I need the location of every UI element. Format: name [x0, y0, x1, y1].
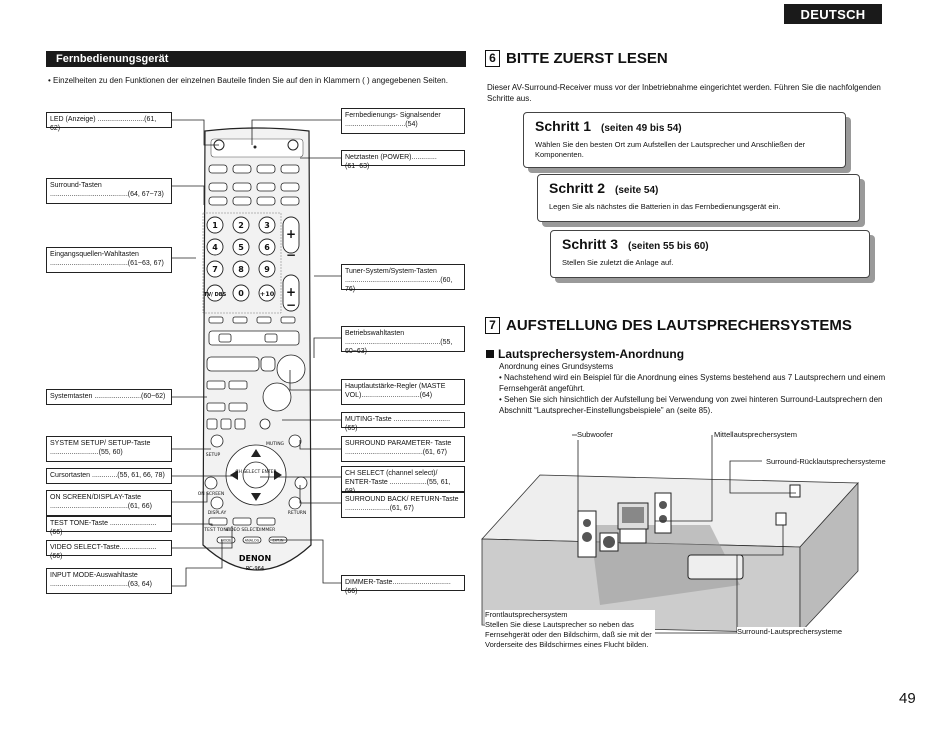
digit-4: 4 — [212, 243, 218, 252]
digit-plus10: +10 — [260, 290, 275, 298]
remote-label-mode: MODE — [221, 539, 232, 543]
svg-text:−: − — [286, 298, 296, 312]
step-3-desc: Stellen Sie zuletzt die Anlage auf. — [562, 258, 674, 267]
svg-text:+: + — [286, 285, 296, 299]
section-7-heading: 7 AUFSTELLUNG DES LAUTSPRECHERSYSTEMS — [485, 317, 852, 334]
label-tuner-system: Tuner-System/System-Tasten .............… — [341, 264, 465, 293]
square-bullet-icon — [486, 350, 494, 358]
remote-control-illustration: 1 2 3 4 5 6 7 8 9 TV/ DBS 0 +10 +− +− — [198, 127, 312, 572]
remote-label-setup: SETUP — [206, 452, 221, 458]
step-3-title: Schritt 3 — [562, 236, 619, 252]
digit-0: 0 — [238, 289, 244, 298]
remote-label-display: DISPLAY — [208, 510, 227, 516]
remote-label-analog: ANALOG — [245, 539, 260, 543]
digit-5: 5 — [238, 243, 244, 252]
language-tab: DEUTSCH — [784, 4, 882, 24]
digit-2: 2 — [238, 221, 244, 230]
step-1-title: Schritt 1 — [535, 118, 592, 134]
digit-3: 3 — [264, 221, 270, 230]
diagram-label-subwoofer: Subwoofer — [577, 430, 613, 440]
label-system-keys: Systemtasten ........................(60… — [46, 389, 172, 405]
bullet-list: Anordnung eines Grundsystems • Nachstehe… — [499, 361, 909, 416]
label-surround-parameter: SURROUND PARAMETER- Taste ..............… — [341, 436, 465, 462]
remote-label-return: RETURN — [288, 510, 307, 516]
section-7-title: AUFSTELLUNG DES LAUTSPRECHERSYSTEMS — [506, 317, 852, 334]
section-6-title: BITTE ZUERST LESEN — [506, 50, 668, 67]
section-title-remote: Fernbedienungsgerät — [46, 51, 466, 67]
subsection-lead: Anordnung eines Grundsystems — [499, 362, 614, 371]
svg-text:−: − — [286, 248, 296, 262]
label-surround-back: SURROUND BACK/ RETURN-Taste ............… — [341, 492, 465, 518]
section-7-number: 7 — [485, 317, 500, 334]
label-input-source-keys: Eingangsquellen-Wahltasten .............… — [46, 247, 172, 273]
remote-label-muting: MUTING — [266, 441, 285, 447]
section-6-heading: 6 BITTE ZUERST LESEN — [485, 50, 668, 67]
step-1-pages: (seiten 49 bis 54) — [601, 123, 682, 134]
remote-label-video-select: VIDEO SELECT — [226, 527, 259, 533]
digit-9: 9 — [264, 265, 270, 274]
step-1-desc: Wählen Sie den besten Ort zum Aufstellen… — [535, 140, 806, 159]
section-6-number: 6 — [485, 50, 500, 67]
bullet-2: • Sehen Sie sich hinsichtlich der Aufste… — [499, 395, 883, 415]
label-signal-transmitter: Fernbedienungs- Signalsender ...........… — [341, 108, 465, 134]
remote-brand: DENON — [239, 554, 271, 563]
step-3-card: Schritt 3 (seiten 55 bis 60) Stellen Sie … — [550, 230, 870, 278]
label-input-mode: INPUT MODE-Auswahltaste ................… — [46, 568, 172, 594]
remote-label-ext-in: EXT.IN — [272, 539, 283, 543]
diagram-label-surround: Surround-Lautsprechersysteme — [737, 627, 843, 637]
label-muting: MUTING-Taste ...........................… — [341, 412, 465, 432]
step-1-card: Schritt 1 (seiten 49 bis 54) Wählen Sie d… — [523, 112, 846, 168]
remote-note: • Einzelheiten zu den Funktionen der ein… — [48, 76, 448, 85]
remote-label-on-screen: ON SCREEN — [198, 491, 225, 497]
bullet-1: • Nachstehend wird ein Beispiel für die … — [499, 373, 886, 393]
label-led: LED (Anzeige) ........................(6… — [46, 112, 172, 132]
label-ch-select: CH SELECT (channel select)/ ENTER-Taste … — [341, 466, 465, 495]
label-test-tone: TEST TONE-Taste ........................… — [46, 516, 172, 536]
section-6-intro: Dieser AV-Surround-Receiver muss vor der… — [487, 83, 881, 103]
diagram-label-front: Frontlautsprechersystem Stellen Sie dies… — [485, 610, 655, 650]
digit-6: 6 — [264, 243, 270, 252]
remote-label-dimmer: DIMMER — [257, 527, 276, 533]
label-dimmer: DIMMER-Taste............................… — [341, 575, 465, 595]
digit-tv-dbs: TV/ DBS — [204, 292, 227, 298]
diagram-label-surround-back: Surround-Rücklautsprechersysteme — [766, 457, 886, 467]
subsection-heading: Lautsprechersystem-Anordnung — [486, 347, 684, 361]
step-2-card: Schritt 2 (seite 54) Legen Sie als nächst… — [537, 174, 860, 222]
step-2-title: Schritt 2 — [549, 180, 606, 196]
diagram-label-center: Mittellautsprechersystem — [714, 430, 797, 440]
label-surround-keys: Surround-Tasten ........................… — [46, 178, 172, 204]
digit-8: 8 — [238, 265, 244, 274]
label-cursor-keys: Cursortasten .............(55, 61, 66, 7… — [46, 468, 172, 484]
step-2-pages: (seite 54) — [615, 185, 659, 196]
label-video-select: VIDEO SELECT-Taste...................(66… — [46, 540, 172, 560]
label-master-vol: Hauptlautstärke-Regler (MASTE VOL)......… — [341, 379, 465, 405]
remote-label-ch-select: CH SELECT ENTER — [235, 469, 276, 475]
digit-7: 7 — [212, 265, 218, 274]
label-on-screen: ON SCREEN/DISPLAY-Taste ................… — [46, 490, 172, 516]
label-power-keys: Netztasten (POWER).............(61~63) — [341, 150, 465, 170]
label-mode-select: Betriebswahltasten .....................… — [341, 326, 465, 355]
step-2-desc: Legen Sie als nächstes die Batterien in … — [549, 202, 781, 211]
step-3-pages: (seiten 55 bis 60) — [628, 241, 709, 252]
subsection-title: Lautsprechersystem-Anordnung — [498, 347, 685, 361]
page-number: 49 — [899, 690, 916, 707]
remote-model: RC-964 — [246, 566, 264, 572]
label-system-setup: SYSTEM SETUP/ SETUP-Taste ..............… — [46, 436, 172, 462]
svg-text:+: + — [286, 227, 296, 241]
digit-1: 1 — [212, 221, 218, 230]
remote-label-test-tone: TEST TONE — [203, 527, 229, 533]
